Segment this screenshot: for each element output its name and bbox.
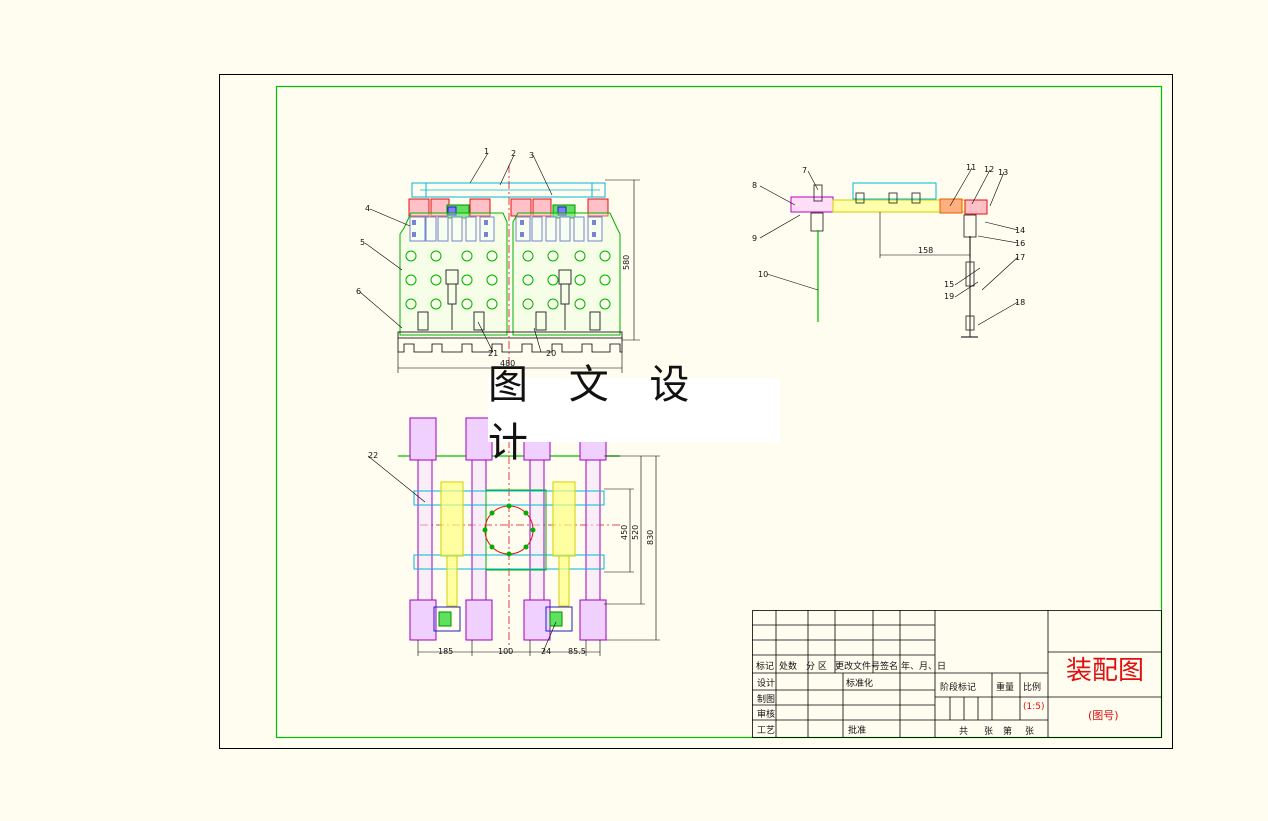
part-label: 11 bbox=[966, 163, 976, 172]
dim-text: 85.5 bbox=[568, 647, 586, 656]
part-label: 13 bbox=[998, 168, 1008, 177]
part-label: 16 bbox=[1015, 239, 1025, 248]
title-block-grid bbox=[752, 610, 1162, 738]
part-label: 20 bbox=[546, 349, 556, 358]
part-label: 1 bbox=[484, 147, 489, 156]
plan-view bbox=[367, 417, 660, 656]
sheet-current: 第 bbox=[1003, 727, 1013, 737]
sheet-unit: 张 bbox=[1025, 727, 1035, 737]
outer-frame bbox=[219, 74, 1173, 749]
part-label: 24 bbox=[541, 647, 551, 656]
part-label: 9 bbox=[752, 234, 757, 243]
rev-header-sign: 签名 bbox=[880, 662, 899, 672]
role-drafting: 制图 bbox=[757, 695, 776, 705]
part-label: 19 bbox=[944, 292, 954, 301]
part-label: 10 bbox=[758, 270, 768, 279]
rev-header-date: 年、月、日 bbox=[901, 662, 947, 672]
dim-text: 480 bbox=[500, 359, 515, 368]
front-view bbox=[359, 152, 640, 373]
dim-text: 100 bbox=[498, 647, 513, 656]
dim-text: 158 bbox=[918, 246, 933, 255]
part-label: 2 bbox=[511, 149, 516, 158]
side-view bbox=[759, 167, 1019, 338]
dim-text: 450 bbox=[620, 525, 629, 540]
rev-header-zone: 分 区 bbox=[806, 662, 827, 672]
drawing-number: (图号) bbox=[1088, 709, 1119, 722]
part-label: 7 bbox=[802, 166, 807, 175]
part-label: 5 bbox=[360, 238, 365, 247]
dim-text: 520 bbox=[631, 525, 640, 540]
dim-text: 830 bbox=[646, 530, 655, 545]
part-label: 6 bbox=[356, 287, 361, 296]
part-label: 21 bbox=[488, 349, 498, 358]
part-label: 18 bbox=[1015, 298, 1025, 307]
part-label: 4 bbox=[365, 204, 370, 213]
scale-value: (1:5) bbox=[1023, 702, 1045, 712]
dim-text: 185 bbox=[438, 647, 453, 656]
rev-header-doc: 更改文件号 bbox=[835, 662, 881, 672]
dim-text: 580 bbox=[622, 255, 631, 270]
rev-header-count: 处数 bbox=[779, 662, 798, 672]
dimension-labels: 580 480 158 450 520 830 185 100 85.5 bbox=[438, 246, 933, 656]
part-label: 12 bbox=[984, 165, 994, 174]
stage-mark-label: 阶段标记 bbox=[940, 683, 977, 693]
watermark: 图 文 设 计 bbox=[488, 362, 780, 466]
part-label: 8 bbox=[752, 181, 757, 190]
scale-label: 比例 bbox=[1023, 683, 1042, 693]
part-label: 3 bbox=[529, 151, 534, 160]
rev-header-mark: 标记 bbox=[756, 662, 775, 672]
drawing-name: 装配图 bbox=[1065, 656, 1144, 686]
inner-frame bbox=[275, 85, 1163, 739]
standardization-label: 标准化 bbox=[846, 679, 874, 689]
part-label: 15 bbox=[944, 280, 954, 289]
approval-label: 批准 bbox=[848, 726, 867, 736]
weight-label: 重量 bbox=[996, 683, 1015, 693]
part-label: 22 bbox=[368, 451, 378, 460]
sheet-unit: 张 bbox=[984, 727, 994, 737]
role-review: 审核 bbox=[757, 710, 776, 720]
sheet-total: 共 bbox=[959, 727, 969, 737]
role-design: 设计 bbox=[757, 679, 776, 689]
part-label: 17 bbox=[1015, 253, 1025, 262]
part-labels: 1 2 3 4 5 6 21 20 8 7 9 10 11 12 13 14 1… bbox=[356, 147, 1025, 656]
role-process: 工艺 bbox=[757, 726, 776, 736]
part-label: 14 bbox=[1015, 226, 1025, 235]
